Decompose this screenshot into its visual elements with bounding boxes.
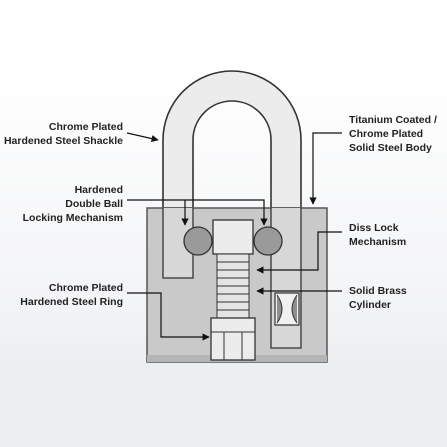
locking-ball-right <box>253 226 283 256</box>
label-balls-line2: Double Ball <box>65 198 123 210</box>
brass-cylinder-detail <box>274 292 300 326</box>
label-shackle-line1: Chrome Plated <box>48 121 123 133</box>
label-disc-line2: Mechanism <box>349 236 407 248</box>
label-shackle: Chrome Plated Hardened Steel Shackle <box>4 120 123 148</box>
plunger-head <box>212 219 254 255</box>
label-body-line2: Chrome Plated <box>349 128 424 140</box>
leader-lines <box>126 132 342 341</box>
label-balls: Hardened Double Ball Locking Mechanism <box>23 183 123 225</box>
locking-ball-left <box>183 226 213 256</box>
cylinder-rings <box>216 253 250 319</box>
label-cylinder-line2: Cylinder <box>349 299 392 311</box>
label-cylinder-line1: Solid Brass <box>349 285 407 297</box>
keyway <box>210 317 256 361</box>
label-shackle-line2: Hardened Steel Shackle <box>3 135 123 147</box>
label-balls-line1: Hardened <box>74 184 123 196</box>
label-disc-line1: Diss Lock <box>349 222 399 234</box>
label-balls-line3: Locking Mechanism <box>22 212 123 224</box>
label-ring: Chrome Plated Hardened Steel Ring <box>20 281 123 309</box>
floor-band <box>0 362 447 447</box>
shackle <box>162 70 302 209</box>
label-ring-line1: Chrome Plated <box>48 282 123 294</box>
label-body-line1: Titanium Coated / <box>349 114 437 126</box>
label-disc-lock: Diss Lock Mechanism <box>349 221 406 249</box>
label-body: Titanium Coated / Chrome Plated Solid St… <box>349 113 437 155</box>
label-cylinder: Solid Brass Cylinder <box>349 284 407 312</box>
label-body-line3: Solid Steel Body <box>349 142 432 154</box>
label-ring-line2: Hardened Steel Ring <box>20 296 123 308</box>
